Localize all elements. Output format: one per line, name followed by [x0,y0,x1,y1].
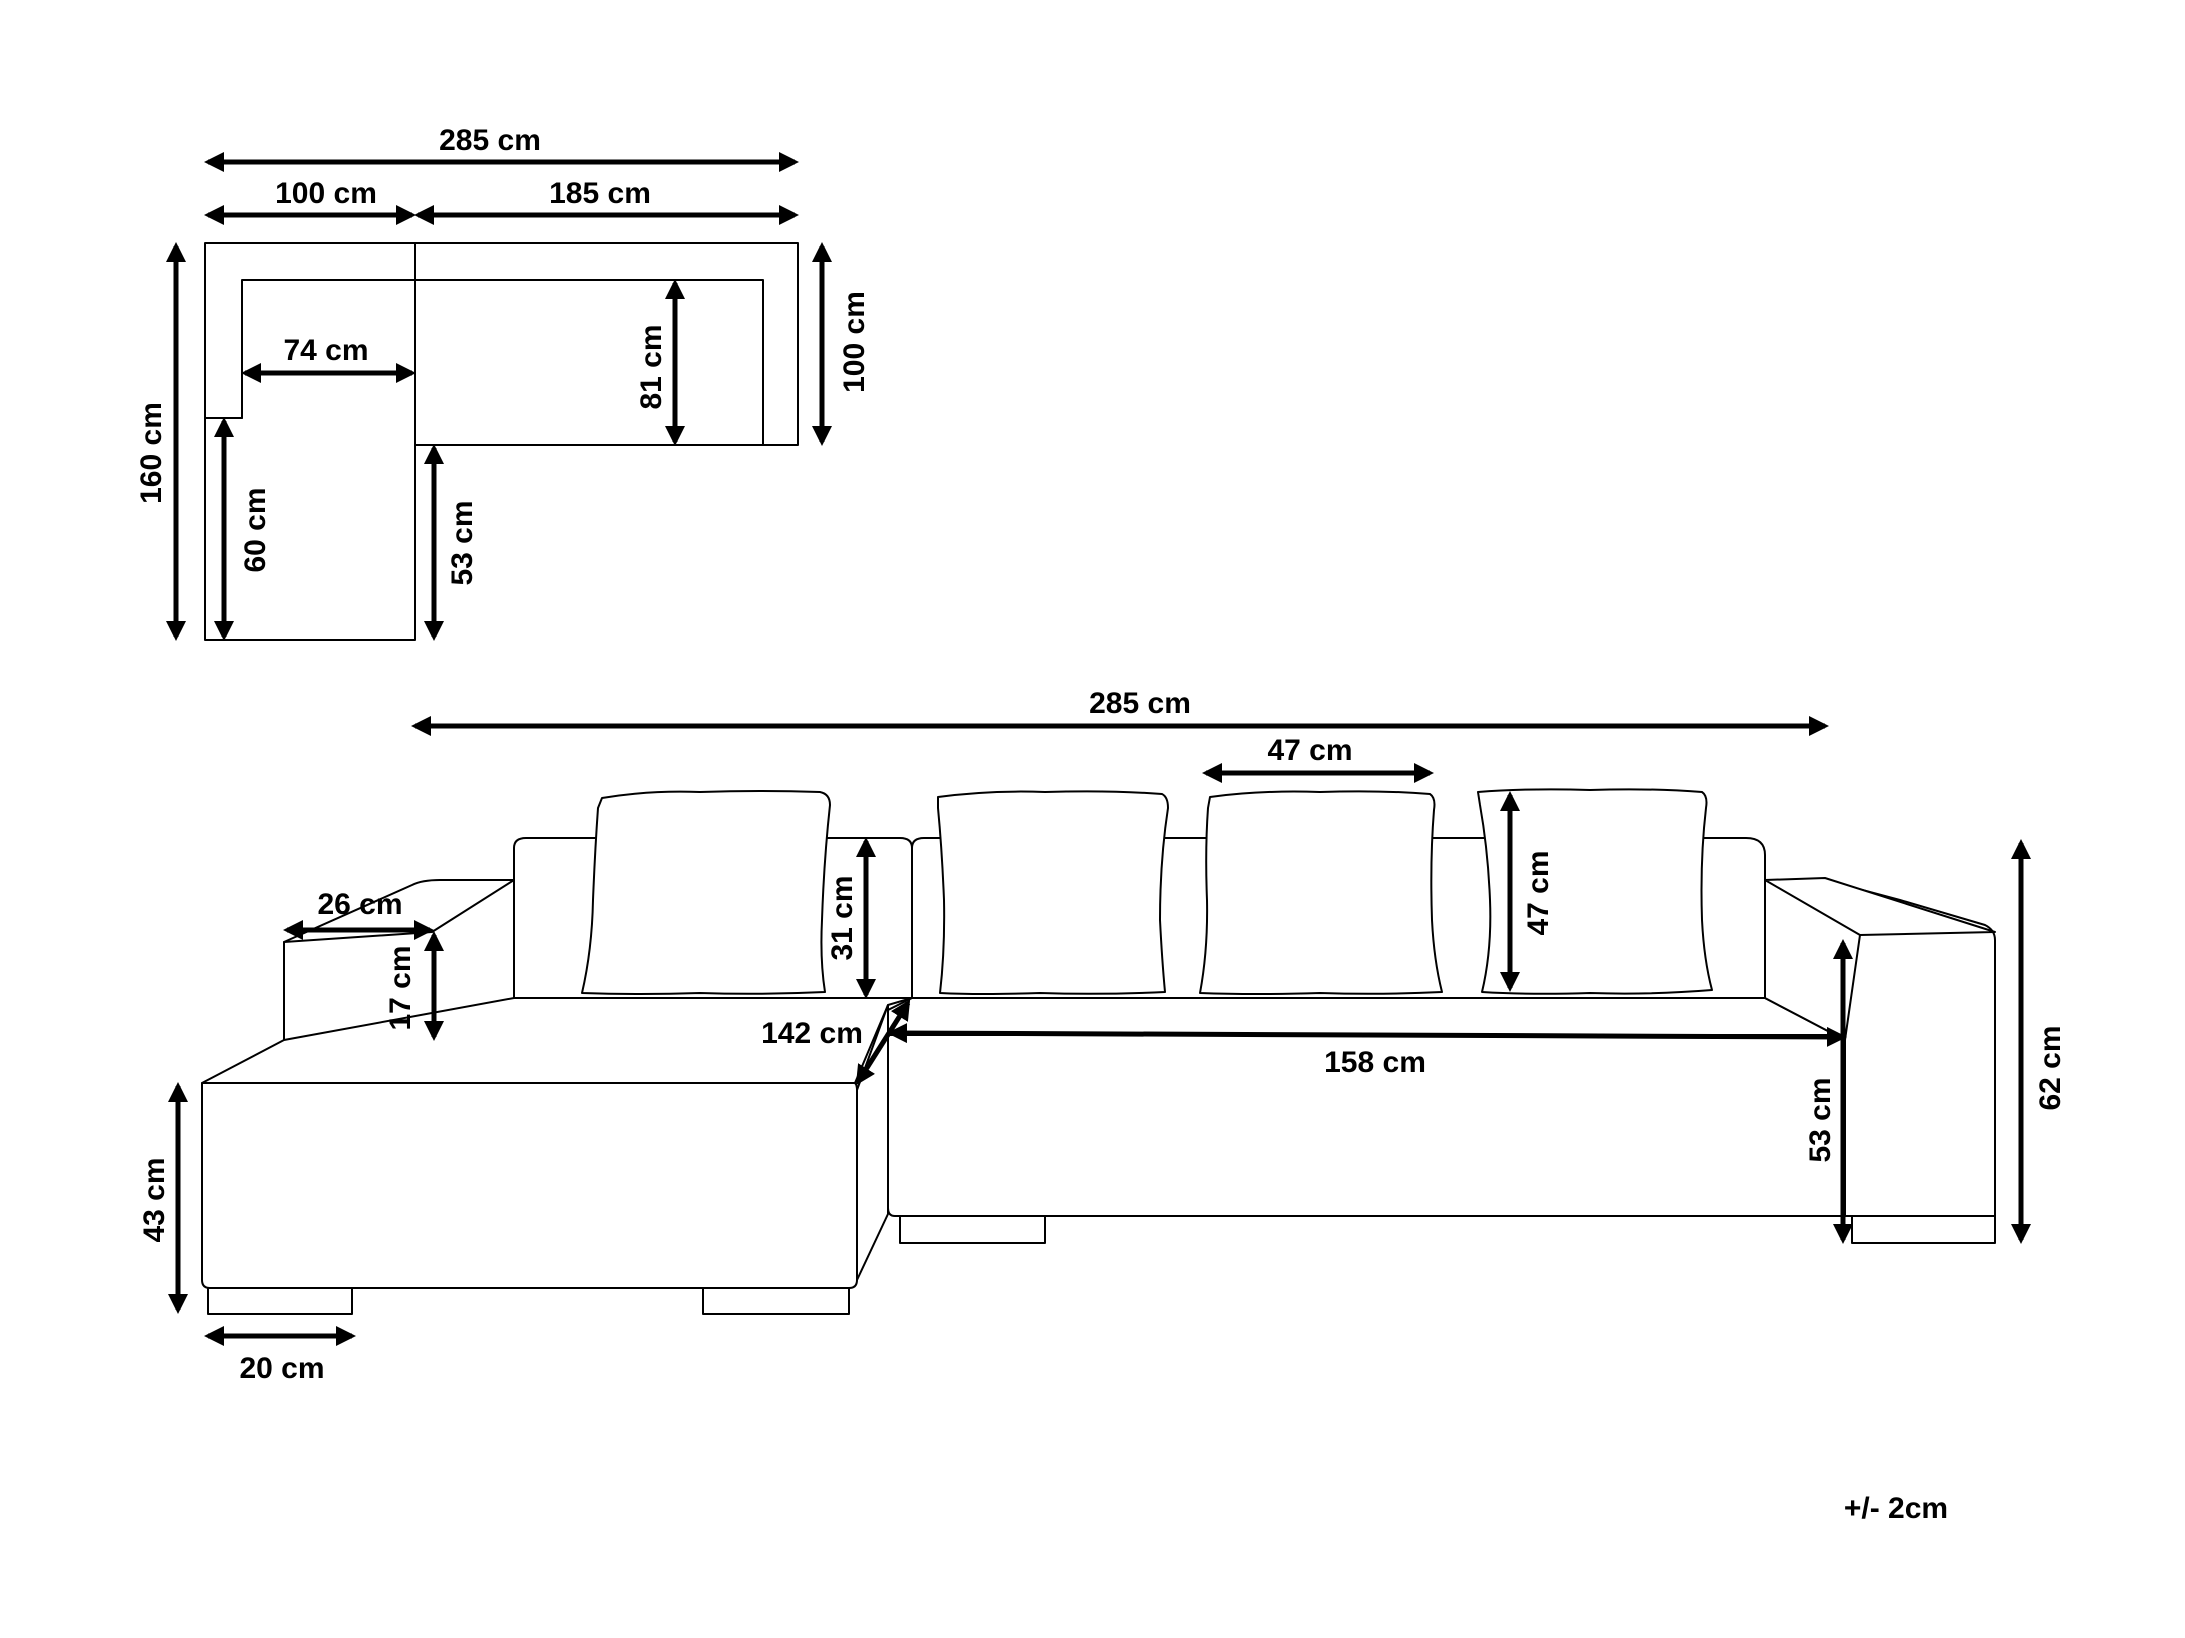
dim-diagonal-depth [855,999,911,1086]
label-front-overall-width: 285 cm [1089,687,1191,720]
pillow-1 [581,790,831,995]
label-top-seat-depth: 81 cm [635,324,668,409]
label-armrest-width: 26 cm [317,888,402,921]
label-leg-width: 20 cm [239,1352,324,1385]
label-seat-width: 158 cm [1324,1046,1426,1079]
leg-chaise-right [702,1287,850,1315]
label-top-sofa-width: 185 cm [549,177,651,210]
label-top-chaise-width: 100 cm [275,177,377,210]
label-top-chaise-extension-inner: 60 cm [239,487,272,572]
chaise-front [201,1082,858,1289]
label-armrest-height: 17 cm [384,945,417,1030]
label-pillow-width: 47 cm [1267,734,1352,767]
label-top-chaise-extension: 53 cm [446,500,479,585]
label-chaise-height: 43 cm [138,1157,171,1242]
leg-chaise-left [207,1287,353,1315]
leg-sofa-right [1851,1215,1996,1244]
dim-seat-width [887,1023,1847,1047]
label-pillow-height: 47 cm [1522,850,1555,935]
top-view-inner-seat [241,279,764,446]
label-seat-height: 53 cm [1804,1077,1837,1162]
pillow-3 [1199,790,1443,995]
leg-sofa-left [899,1215,1046,1244]
label-total-height: 62 cm [2034,1025,2067,1110]
tolerance-note: +/- 2cm [1844,1492,1948,1525]
armrest-left-edge-2 [431,879,515,933]
armrest-right-top [1764,877,1996,936]
front-view: 285 cm 47 cm 47 cm 26 cm 17 cm 31 cm 142… [138,687,2067,1385]
top-view-outline [204,242,799,641]
label-top-sofa-depth: 100 cm [838,291,871,393]
label-top-chaise-seat-width: 74 cm [283,334,368,367]
label-backrest-height: 31 cm [826,875,859,960]
pillow-2 [937,790,1169,995]
label-top-overall-depth: 160 cm [135,402,168,504]
pillow-4 [1477,788,1713,995]
sofa-front [887,1034,1846,1217]
label-top-overall-width: 285 cm [439,124,541,157]
top-view: 285 cm 100 cm 185 cm 160 cm 100 cm 74 cm… [135,124,871,641]
label-diagonal-depth: 142 cm [761,1017,863,1050]
